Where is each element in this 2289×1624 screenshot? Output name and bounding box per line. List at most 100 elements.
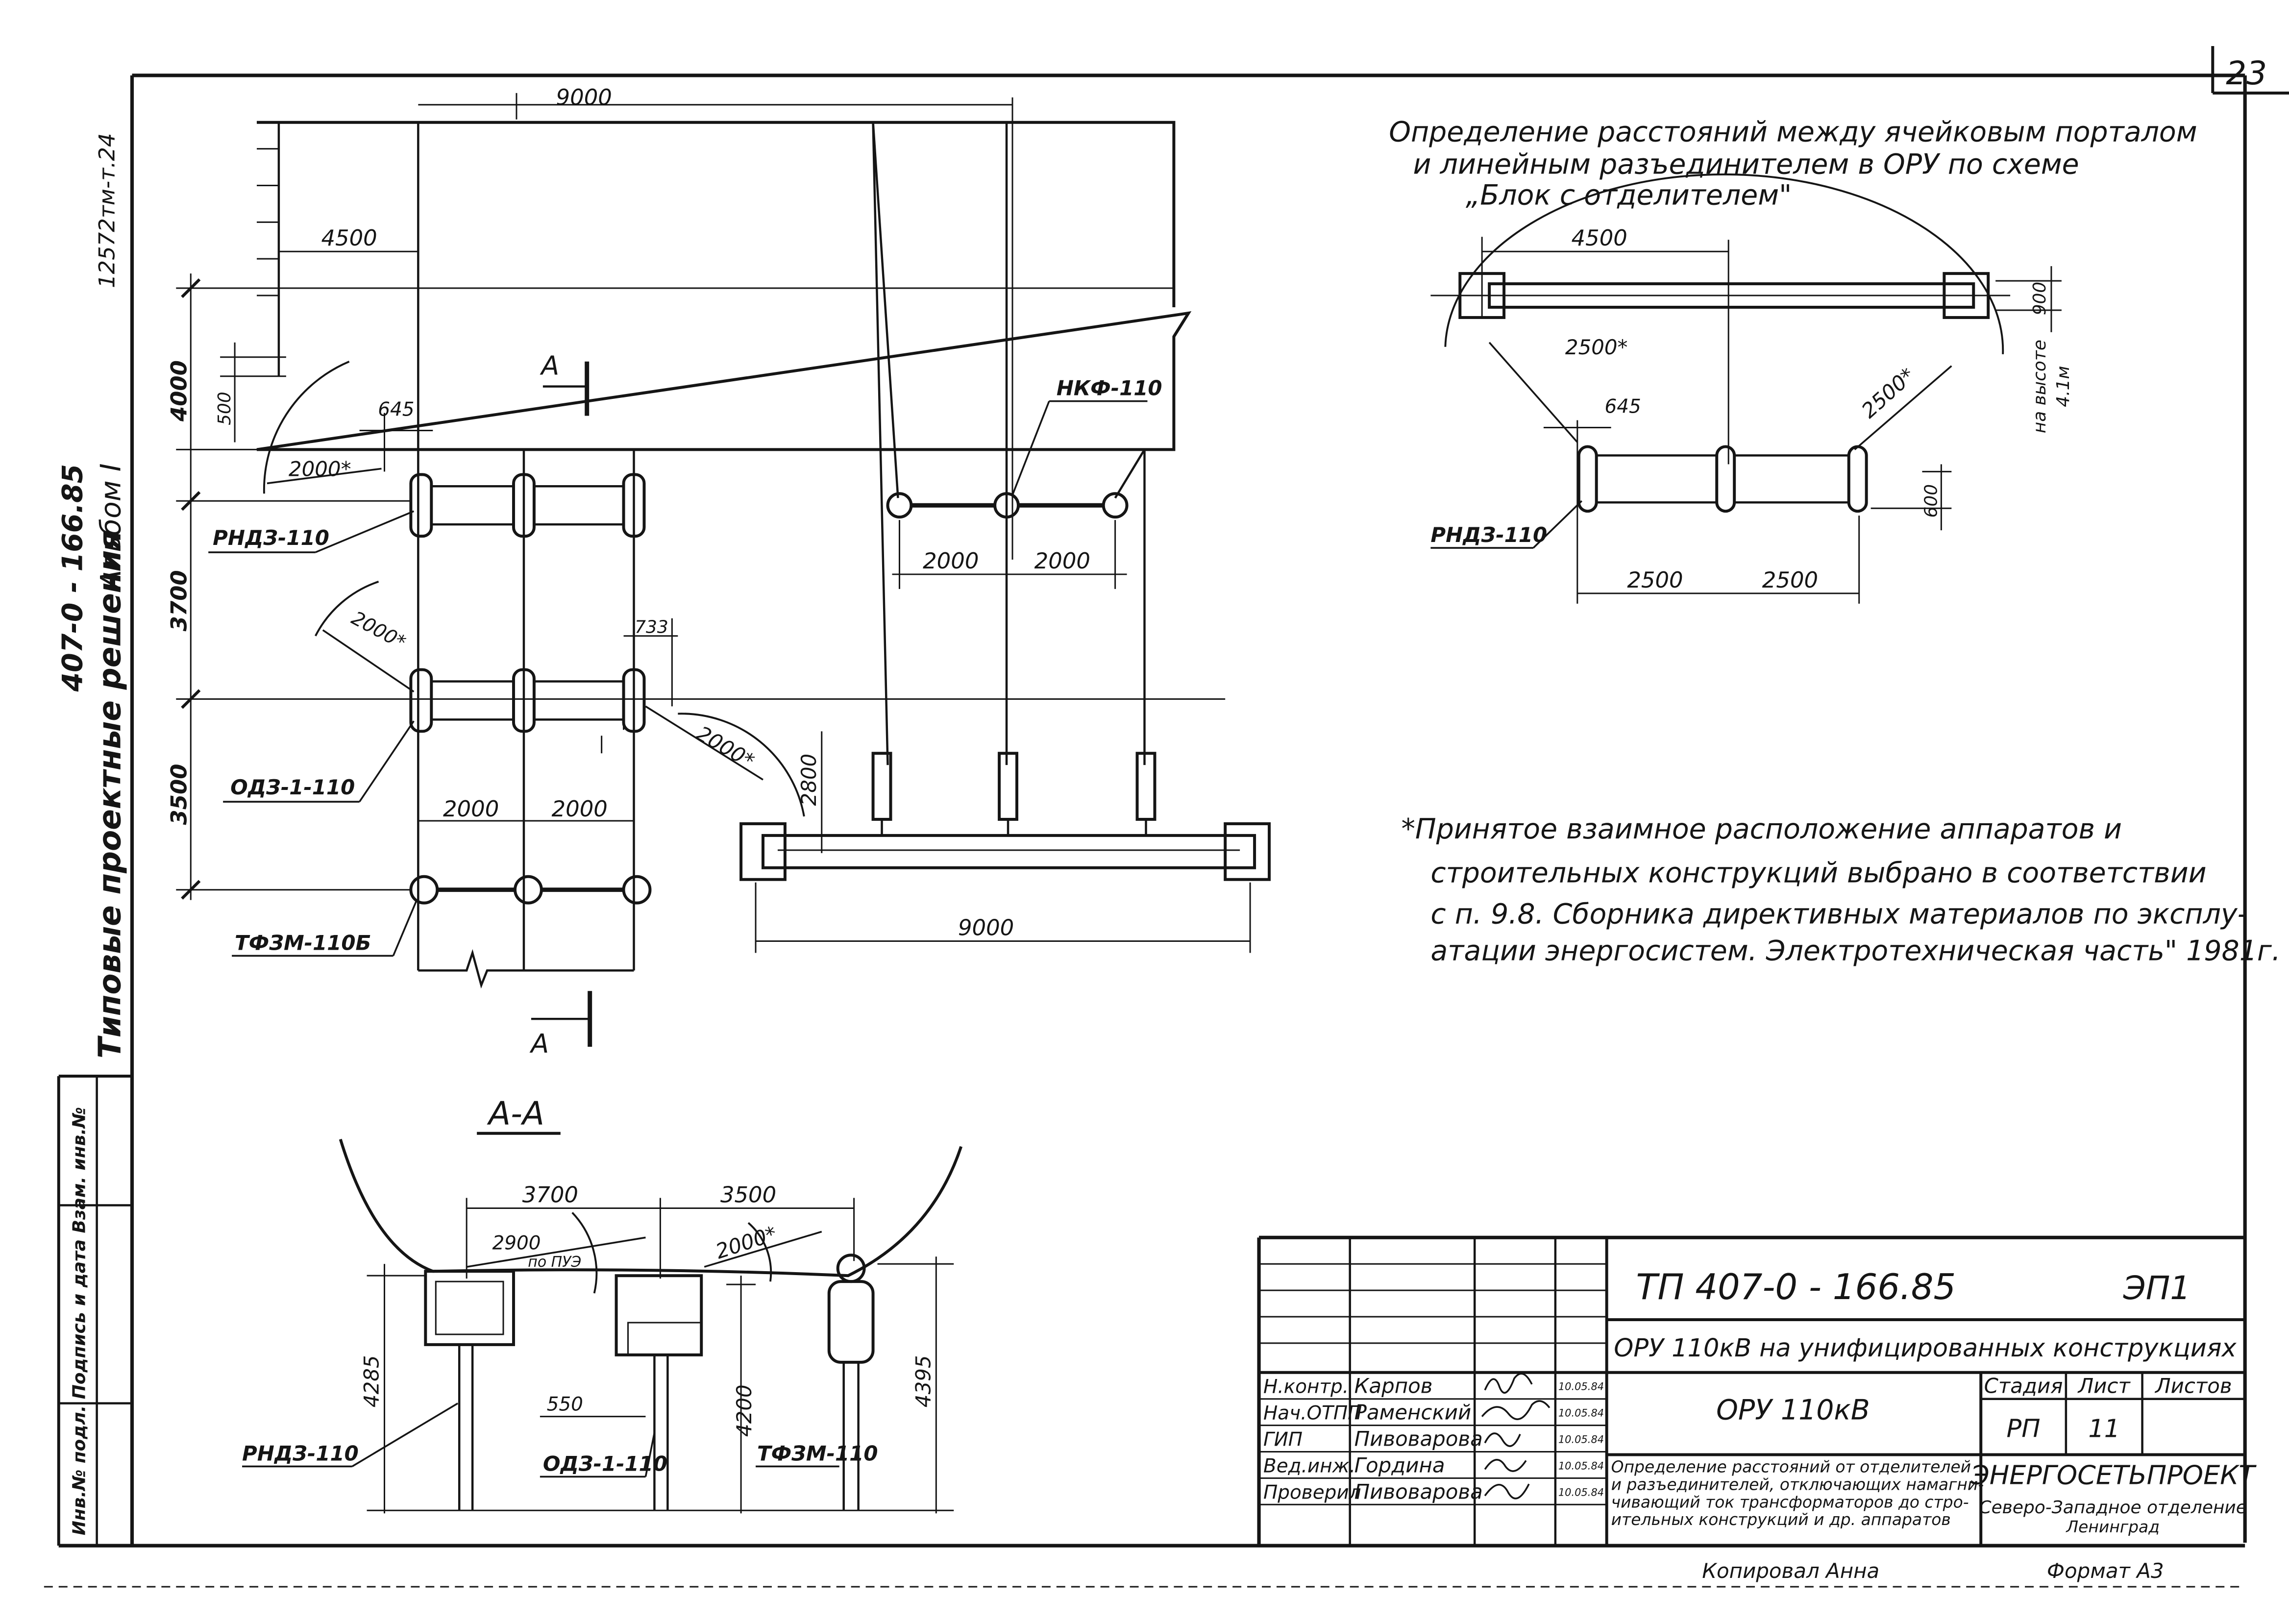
plan-dim-2000s-a: 2000* xyxy=(289,457,351,481)
section-dim-4395: 4395 xyxy=(911,1355,935,1407)
plan-dim-3500: 3500 xyxy=(166,764,192,825)
plan-dim-2000-b: 2000 xyxy=(552,796,608,822)
section-dim-3500: 3500 xyxy=(720,1181,776,1207)
section-label-tfzm: ТФЗМ-110 xyxy=(757,1441,878,1465)
plan-dim-4500: 4500 xyxy=(321,225,377,251)
tb-org-l2: Северо-Западное отделение xyxy=(1979,1498,2246,1518)
side-stamp: Инв.№ подл. Подпись и дата Взам. инв.№ xyxy=(70,1107,90,1535)
sheet-frame xyxy=(57,46,2289,1548)
section-dim-550: 550 xyxy=(547,1394,583,1416)
section-dim-3700: 3700 xyxy=(522,1181,578,1207)
section-label-rnda: РНДЗ-110 xyxy=(242,1441,359,1465)
right-dim-600: 600 xyxy=(1921,484,1941,518)
portal-dim-2800: 2800 xyxy=(797,754,821,806)
tb-sheet-title-l1: Определение расстояний от отделителей xyxy=(1611,1457,1971,1476)
tb-sheet-mark: ЭП1 xyxy=(2123,1269,2191,1307)
plan-dim-733: 733 xyxy=(635,617,668,638)
staff-date: 10.05.84 xyxy=(1558,1460,1604,1472)
right-dim-900: 900 xyxy=(2030,282,2050,316)
footer-copied: Копировал Анна xyxy=(1702,1559,1879,1583)
tb-org-l1: ЭНЕРГОСЕТЬПРОЕКТ xyxy=(1970,1459,2257,1490)
right-dim-2500-a: 2500 xyxy=(1627,567,1683,593)
section-title: А-А xyxy=(487,1095,544,1132)
note-line-2: строительных конструкций выбрано в соотв… xyxy=(1430,857,2206,889)
oda-row xyxy=(409,668,646,733)
side-project-no: 407-0 - 166.85 xyxy=(57,464,89,692)
portal-dim-2000-a: 2000 xyxy=(923,548,979,574)
portal-dim-2000-b: 2000 xyxy=(1034,548,1090,574)
section-dim-4200: 4200 xyxy=(732,1384,756,1437)
tb-sheet-title-l2: и разъединителей, отключающих намагни- xyxy=(1611,1475,1984,1494)
tb-doc-code: ТП 407-0 - 166.85 xyxy=(1636,1266,1956,1307)
section-dim-4285: 4285 xyxy=(360,1355,384,1407)
staff-name: Раменский xyxy=(1354,1401,1472,1425)
section-view xyxy=(242,1138,963,1514)
side-code: 12572тм-т.24 xyxy=(94,133,120,288)
staff-role: Вед.инж. xyxy=(1263,1455,1355,1477)
section-dim-2900: 2900 xyxy=(492,1232,541,1254)
right-plan-view xyxy=(1430,173,2062,604)
rnda-row xyxy=(409,473,646,538)
tb-sheet-title-l4: ительных конструкций и др. аппаратов xyxy=(1611,1510,1951,1529)
signatures xyxy=(1481,1373,1551,1500)
staff-role: Н.контр. xyxy=(1263,1376,1349,1398)
plan-label-rnda: РНДЗ-110 xyxy=(213,526,329,550)
right-note-height: на высоте xyxy=(2030,340,2050,433)
plan-dim-645: 645 xyxy=(378,399,414,421)
section-mark-top: А xyxy=(540,350,559,381)
portal-view xyxy=(739,122,1271,953)
portal-label-nkf: НКФ-110 xyxy=(1057,376,1162,400)
plan-dim-2000-a: 2000 xyxy=(443,796,499,822)
staff-name: Пивоварова xyxy=(1354,1427,1483,1451)
plan-dim-4000: 4000 xyxy=(166,360,192,422)
right-note-height2: 4.1м xyxy=(2053,366,2073,407)
staff-date: 10.05.84 xyxy=(1558,1486,1604,1498)
section-mark-bottom: А xyxy=(529,1028,549,1059)
title-block xyxy=(1257,1235,2245,1546)
note-line-3: с п. 9.8. Сборника директивных материало… xyxy=(1430,898,2247,931)
right-title-l3: „Блок с отделителем" xyxy=(1466,179,1792,211)
section-dim-2900-note: по ПУЭ xyxy=(528,1254,581,1271)
tb-sheet: 11 xyxy=(2088,1415,2120,1444)
right-label-rnda: РНДЗ-110 xyxy=(1430,523,1547,547)
tb-project-title: ОРУ 110кВ на унифицированных конструкция… xyxy=(1614,1334,2237,1363)
staff-date: 10.05.84 xyxy=(1558,1407,1604,1419)
tb-col-sheets: Листов xyxy=(2154,1374,2232,1398)
right-dim-645: 645 xyxy=(1604,396,1641,418)
plan-dim-500: 500 xyxy=(215,392,235,425)
plan-dim-3700: 3700 xyxy=(166,570,192,631)
right-dim-2500s-a: 2500* xyxy=(1565,335,1628,359)
tb-stage: РП xyxy=(2007,1415,2041,1444)
right-title-l1: Определение расстояний между ячейковым п… xyxy=(1389,116,2197,148)
footer-format: Формат А3 xyxy=(2047,1559,2164,1583)
side-album: Альбом I xyxy=(95,463,127,591)
tb-col-stage: Стадия xyxy=(1984,1374,2063,1398)
plan-view xyxy=(176,93,1226,1047)
plan-label-tfzm: ТФЗМ-110Б xyxy=(235,931,371,955)
section-label-oda: ОДЗ-1-110 xyxy=(543,1452,667,1476)
staff-role: ГИП xyxy=(1263,1429,1303,1451)
staff-name: Гордина xyxy=(1354,1453,1445,1477)
note-line-4: атации энергосистем. Электротехническая … xyxy=(1430,935,2280,967)
portal-dim-9000: 9000 xyxy=(958,915,1014,941)
tb-sheet-title-l3: чивающий ток трансформаторов до стро- xyxy=(1611,1492,1969,1511)
tb-org-l3: Ленинград xyxy=(2066,1517,2160,1536)
tfzm-row xyxy=(409,875,652,905)
plan-dim-top: 9000 xyxy=(556,84,612,110)
staff-date: 10.05.84 xyxy=(1558,1381,1604,1393)
plan-label-oda: ОДЗ-1-110 xyxy=(230,775,355,799)
note-line-1: *Принятое взаимное расположение аппарато… xyxy=(1401,813,2122,845)
tb-object-name: ОРУ 110кВ xyxy=(1716,1394,1870,1427)
staff-role: Нач.ОТПП xyxy=(1263,1403,1362,1425)
staff-name: Карпов xyxy=(1354,1374,1433,1398)
tb-col-sheet: Лист xyxy=(2077,1374,2131,1398)
staff-name: Пивоварова xyxy=(1354,1479,1483,1503)
side-series: Типовые проектные решения xyxy=(92,530,128,1058)
staff-date: 10.05.84 xyxy=(1558,1434,1604,1446)
staff-rows: Н.контр. Карпов 10.05.84 Нач.ОТПП Раменс… xyxy=(1263,1374,1604,1504)
page-number: 23 xyxy=(2226,54,2267,92)
right-dim-4500: 4500 xyxy=(1572,225,1627,251)
staff-role: Проверил xyxy=(1263,1481,1361,1503)
